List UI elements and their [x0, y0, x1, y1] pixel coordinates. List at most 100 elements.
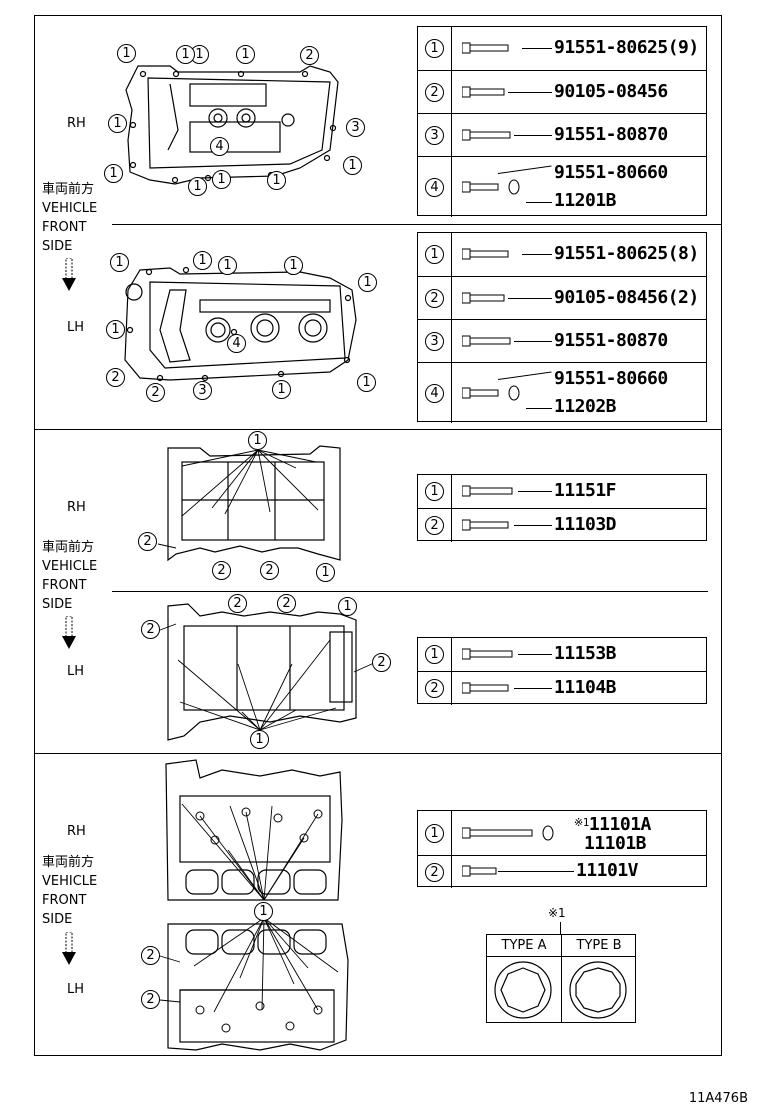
part-number: 11151F [554, 480, 617, 501]
callout-circle: 1 [176, 45, 195, 64]
part-number: 11101V [576, 860, 639, 881]
bolt-with-washer-icon [462, 385, 520, 401]
callout-circle: 2 [138, 532, 157, 551]
bolt-icon [462, 292, 505, 304]
rh-label: RH [67, 116, 86, 131]
callout-circle: 2 [146, 383, 165, 402]
rh-cover-bolt-table: 1 91551-80625(9) 2 90105-08456 3 91551-8… [417, 26, 707, 217]
down-arrow-icon [62, 258, 76, 291]
callout-circle: 1 [108, 114, 127, 133]
table-row: 1 ※111101A 11101B [418, 811, 706, 855]
callout-circle: 2 [141, 620, 160, 639]
vehicle-front-label: 車両前方 VEHICLE FRONT SIDE [42, 182, 98, 254]
callout-circle: 1 [193, 251, 212, 270]
part-number: 90105-08456(2) [554, 287, 699, 308]
callout-circle: 1 [106, 320, 125, 339]
part-number: 11104B [554, 677, 617, 698]
leader-lines [157, 449, 375, 1013]
reference-mark: ※1 [574, 816, 589, 829]
callout-number: 2 [425, 516, 444, 535]
callout-circle: 1 [284, 256, 303, 275]
bolt-with-washer-icon [462, 179, 520, 195]
bolt-type-box: TYPE A TYPE B [486, 934, 636, 1023]
lh-head-cover [124, 266, 357, 382]
type-b-label: TYPE B [562, 935, 636, 957]
callout-circle: 1 [343, 156, 362, 175]
callout-circle: 3 [193, 381, 212, 400]
lh-cover-bolt-table: 1 91551-80625(8) 2 90105-08456(2) 3 9155… [417, 232, 707, 423]
callout-number: 2 [425, 83, 444, 102]
callout-circle: 1 [338, 597, 357, 616]
bolt-icon [462, 129, 511, 141]
table-row: 1 91551-80625(8) [418, 233, 706, 276]
part-number: 11101B [584, 833, 647, 854]
bolt-icon [462, 682, 509, 694]
callout-circle: 3 [346, 118, 365, 137]
bolt-icon [462, 485, 513, 497]
callout-number: 3 [425, 332, 444, 351]
callout-circle: 1 [254, 902, 273, 921]
callout-circle: 1 [236, 45, 255, 64]
callout-number: 1 [425, 245, 444, 264]
bolt-icon [462, 86, 505, 98]
callout-circle: 2 [106, 368, 125, 387]
bolt-icon [462, 865, 497, 877]
table-row: 4 91551-80660 11201B [418, 156, 706, 217]
bolt-icon [462, 648, 513, 660]
lh-label: LH [67, 320, 85, 335]
table-row: 2 11103D [418, 508, 706, 542]
lh-label: LH [67, 664, 85, 679]
rh-lh-divider-2 [112, 591, 708, 592]
diagram-frame [34, 15, 722, 1056]
reference-mark: ※1 [548, 906, 566, 920]
bolt-icon [462, 335, 511, 347]
vehicle-front-label: 車両前方 VEHICLE FRONT SIDE [42, 540, 98, 612]
lh-cam-housing [167, 603, 357, 741]
callout-circle: 1 [212, 170, 231, 189]
table-row: 2 90105-08456 [418, 70, 706, 114]
callout-number: 2 [425, 289, 444, 308]
callout-number: 2 [425, 679, 444, 698]
part-number: 11201B [554, 190, 617, 211]
table-row: 3 91551-80870 [418, 319, 706, 363]
callout-circle: 2 [141, 990, 160, 1009]
callout-circle: 1 [267, 171, 286, 190]
rh-label: RH [67, 824, 86, 839]
table-row: 3 91551-80870 [418, 113, 706, 157]
rh-label: RH [67, 500, 86, 515]
down-arrow-icon [62, 616, 76, 649]
head-bolt-table: 1 ※111101A 11101B 2 11101V [417, 810, 707, 888]
bolt-icon [462, 248, 509, 260]
part-number: 91551-80625(8) [554, 243, 699, 264]
part-number: 11103D [554, 514, 617, 535]
part-number: 91551-80870 [554, 124, 668, 145]
ref-leader [560, 922, 561, 934]
part-number: 11202B [554, 396, 617, 417]
callout-circle: 2 [260, 561, 279, 580]
callout-circle: 1 [250, 730, 269, 749]
part-number: 11101A [588, 814, 652, 835]
callout-circle: 2 [300, 46, 319, 65]
callout-circle: 1 [188, 177, 207, 196]
callout-number: 1 [425, 39, 444, 58]
down-arrow-icon [62, 932, 76, 965]
callout-number: 2 [425, 862, 444, 882]
part-number: 11153B [554, 643, 617, 664]
table-row: 2 90105-08456(2) [418, 276, 706, 320]
lh-label: LH [67, 982, 85, 997]
table-row: 4 91551-80660 11202B [418, 362, 706, 423]
bolt-icon [462, 519, 509, 531]
rh-cam-housing [167, 445, 341, 562]
cylinder-heads [165, 759, 349, 1051]
table-row: 1 91551-80625(9) [418, 27, 706, 70]
callout-circle: 2 [277, 594, 296, 613]
callout-circle: 1 [110, 253, 129, 272]
callout-circle: 1 [272, 380, 291, 399]
callout-circle: 2 [212, 561, 231, 580]
callout-circle: 2 [141, 946, 160, 965]
table-row: 2 11104B [418, 671, 706, 705]
lh-housing-bolt-table: 1 11153B 2 11104B [417, 637, 707, 705]
callout-circle: 1 [117, 44, 136, 63]
part-number: 90105-08456 [554, 81, 668, 102]
